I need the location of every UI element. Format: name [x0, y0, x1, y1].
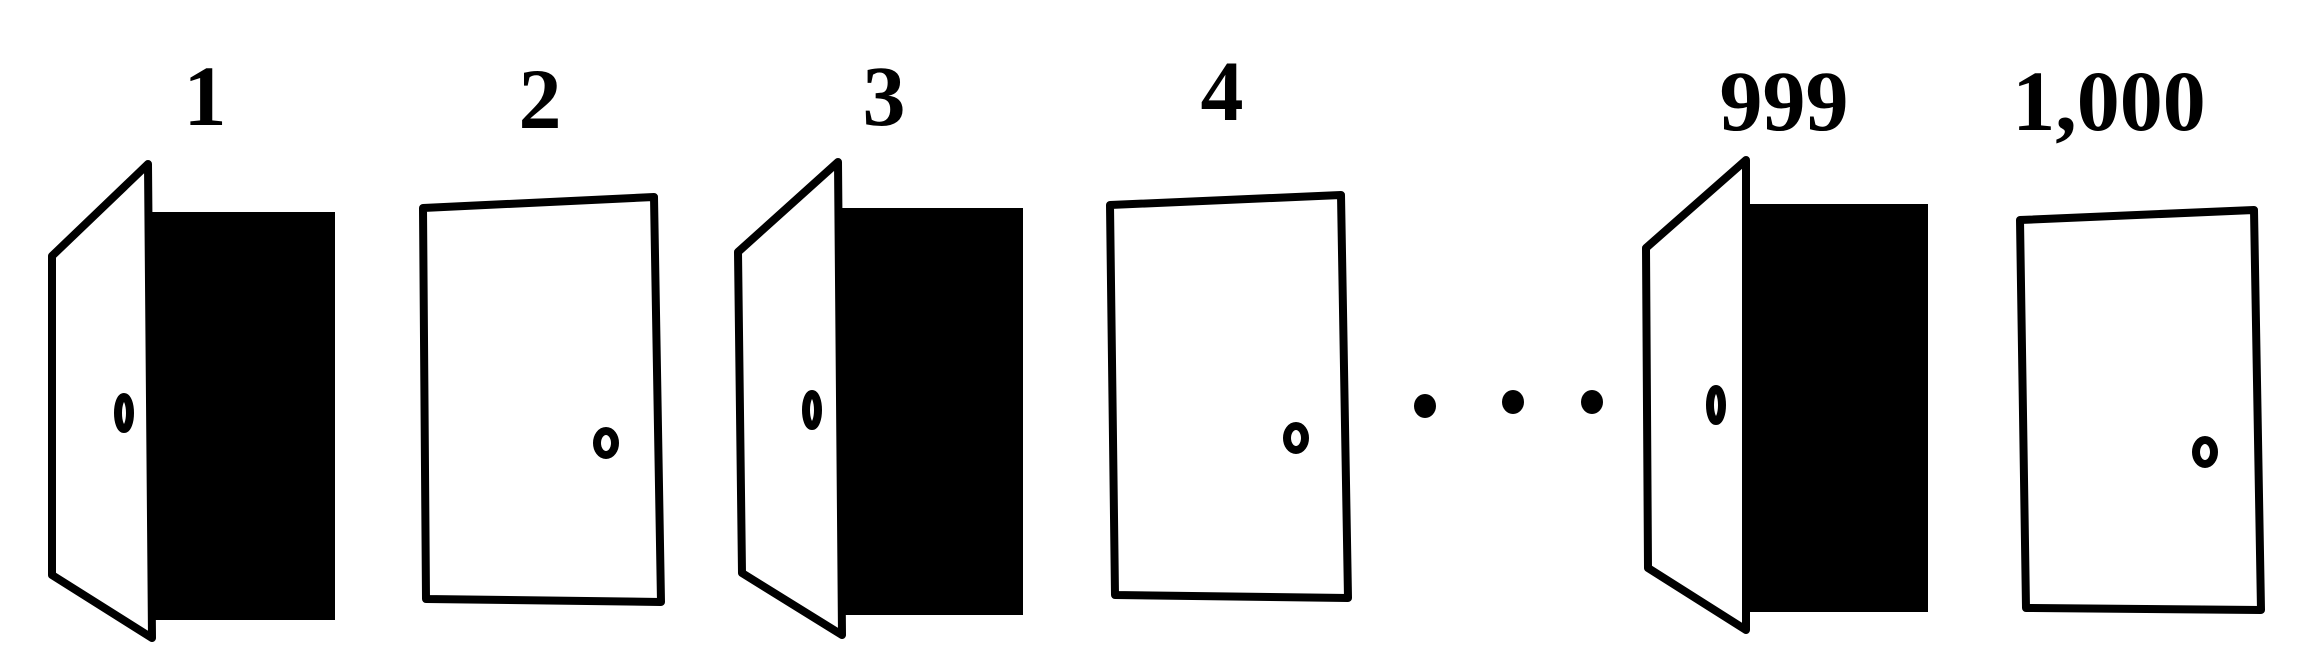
door-panel-closed — [2016, 206, 2265, 614]
door-1: 1 — [48, 48, 335, 642]
door-knob — [1706, 385, 1726, 425]
door-label-1000: 1,000 — [2012, 53, 2206, 149]
door-label-999: 999 — [1720, 53, 1849, 149]
ellipsis-dot — [1581, 390, 1603, 414]
door-1000: 1,000 — [2012, 53, 2265, 614]
door-label-3: 3 — [863, 48, 906, 144]
door-knob — [114, 393, 134, 433]
door-2: 2 — [419, 51, 665, 606]
door-knob — [1283, 422, 1309, 454]
door-label-1: 1 — [184, 48, 227, 144]
ellipsis — [1414, 390, 1603, 418]
door-4: 4 — [1106, 43, 1352, 602]
door-panel-closed — [419, 193, 665, 606]
door-panel-open — [734, 158, 846, 639]
door-panel-open — [48, 160, 156, 642]
door-label-4: 4 — [1201, 43, 1244, 139]
door-knob — [2192, 436, 2218, 468]
door-opening — [150, 212, 335, 620]
door-label-2: 2 — [519, 51, 562, 147]
door-knob — [593, 427, 619, 459]
ellipsis-dot — [1414, 394, 1436, 418]
ellipsis-dot — [1502, 390, 1524, 414]
door-opening — [1748, 204, 1928, 612]
door-opening — [840, 208, 1023, 615]
door-panel-open — [1642, 156, 1750, 634]
door-panel-closed — [1106, 191, 1352, 602]
door-3: 3 — [734, 48, 1023, 639]
door-999: 999 — [1642, 53, 1928, 634]
door-knob — [802, 390, 822, 430]
